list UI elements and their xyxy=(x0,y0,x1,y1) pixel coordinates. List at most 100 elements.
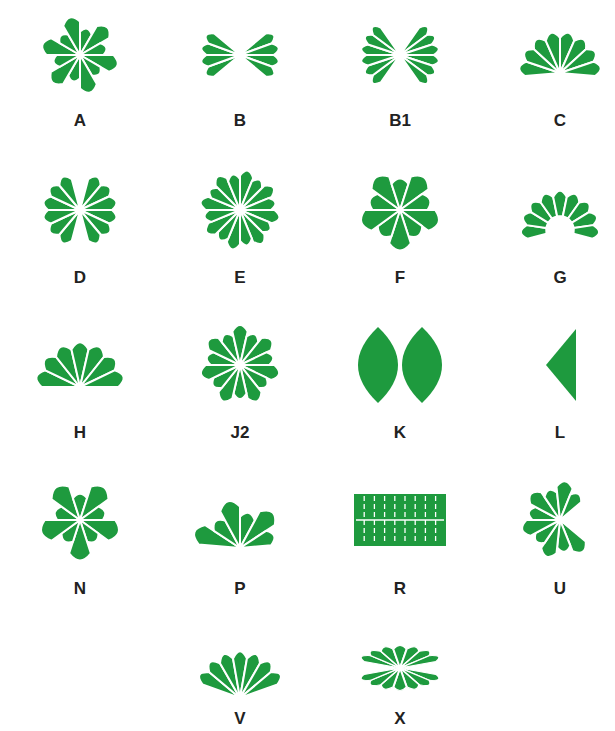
triangle-leaf xyxy=(546,329,576,401)
leaf-lobe xyxy=(361,210,400,231)
leaf-icon xyxy=(354,494,446,546)
leaf-icon xyxy=(361,646,440,691)
leaf-centre xyxy=(558,71,562,75)
leaf-centre xyxy=(238,208,242,212)
leaf-centre xyxy=(398,208,402,212)
leaf-icon xyxy=(36,342,123,389)
leaf-lobe xyxy=(400,656,439,668)
shape-letter: A xyxy=(74,112,86,129)
shape-letter: P xyxy=(234,580,245,597)
leaf-icon xyxy=(546,329,576,401)
leaf-lobe xyxy=(80,370,124,387)
lens-leaf xyxy=(402,327,442,403)
leaf-lobe xyxy=(522,520,560,536)
leaf-lobe xyxy=(50,55,80,85)
leaf-centre xyxy=(238,363,242,367)
leaf-lobe xyxy=(240,44,279,55)
leaf-lobe xyxy=(59,177,80,210)
leaf-centre xyxy=(398,53,402,57)
shape-letter: B1 xyxy=(389,112,411,129)
leaf-lobe xyxy=(240,352,273,365)
leaf-centre xyxy=(78,208,82,212)
leaf-icon xyxy=(199,651,281,700)
leaf-lobe xyxy=(205,210,240,222)
leaf-icon xyxy=(361,175,439,250)
leaf-lobe xyxy=(400,44,439,55)
shape-letter: U xyxy=(554,580,566,597)
shape-letter: E xyxy=(234,269,245,286)
leaf-lobe xyxy=(80,55,97,93)
leaf-icon xyxy=(519,33,600,76)
leaf-lobe xyxy=(206,33,240,55)
leaf-lobe xyxy=(560,62,601,76)
leaf-lobe xyxy=(80,196,116,210)
shape-letter: D xyxy=(74,269,86,286)
leaf-lobe xyxy=(574,225,600,239)
leaf-centre xyxy=(558,228,562,232)
shape-letter: H xyxy=(74,424,86,441)
leaf-lobe xyxy=(372,26,400,55)
leaf-icon xyxy=(42,17,118,93)
leaf-lobe xyxy=(240,210,252,245)
leaf-lobe xyxy=(228,175,240,210)
leaf-lobe xyxy=(400,194,430,210)
leaf-icon xyxy=(44,177,117,244)
leaf-icon xyxy=(201,171,280,250)
leaf-lobe xyxy=(240,55,274,77)
leaf-lobe xyxy=(240,338,272,365)
leaf-centre xyxy=(78,53,82,57)
leaf-lobe xyxy=(240,672,281,698)
leaf-lobe xyxy=(240,198,275,210)
leaf-lobe xyxy=(80,210,101,243)
leaf-lobe xyxy=(201,55,240,66)
leaf-icon xyxy=(522,481,586,557)
leaf-lobe xyxy=(560,493,581,520)
rect-leaf xyxy=(354,494,446,546)
shape-letter: X xyxy=(394,710,405,727)
leaf-icon xyxy=(41,485,119,560)
shape-letter: N xyxy=(74,580,86,597)
shape-letter: V xyxy=(234,710,245,727)
leaf-centre xyxy=(78,385,82,389)
shape-letter: B xyxy=(234,112,246,129)
leaf-lobe xyxy=(240,531,274,548)
leaf-lobe xyxy=(80,43,106,55)
leaf-lobe xyxy=(63,17,80,55)
leaf-lobe xyxy=(80,485,108,520)
leaf-centre xyxy=(238,546,242,550)
texture-line xyxy=(356,519,444,521)
shape-letter: R xyxy=(394,580,406,597)
leaf-lobe xyxy=(400,55,428,84)
leaf-centre xyxy=(398,667,402,669)
leaf-icon xyxy=(358,327,442,403)
leaf-lobe xyxy=(80,25,110,55)
leaf-lobe xyxy=(220,501,240,548)
leaf-lobe xyxy=(201,365,240,380)
lens-leaf xyxy=(358,327,398,403)
leaf-icon xyxy=(361,26,439,84)
leaf-icon xyxy=(194,501,275,550)
shape-letter: G xyxy=(553,269,566,286)
shape-letter: K xyxy=(394,424,406,441)
leaf-centre xyxy=(78,518,82,522)
leaf-centre xyxy=(238,53,242,57)
leaf-icon xyxy=(201,33,278,76)
shape-letter: C xyxy=(554,112,566,129)
shape-letter: J2 xyxy=(231,424,250,441)
leaf-icon xyxy=(201,325,279,401)
shape-letter: L xyxy=(555,424,565,441)
leaf-centre xyxy=(558,518,562,522)
leaf-centre xyxy=(238,696,242,700)
leaf-lobe xyxy=(361,55,400,66)
leaf-lobe xyxy=(41,520,80,541)
leaf-lobe xyxy=(546,33,560,73)
leaf-lobe xyxy=(361,668,400,680)
leaf-icon xyxy=(521,191,599,239)
shape-letter: F xyxy=(395,269,405,286)
leaf-lobe xyxy=(44,210,80,224)
leaf-lobe xyxy=(80,507,105,520)
leaf-lobe xyxy=(54,55,80,67)
leaf-lobe xyxy=(240,510,275,548)
